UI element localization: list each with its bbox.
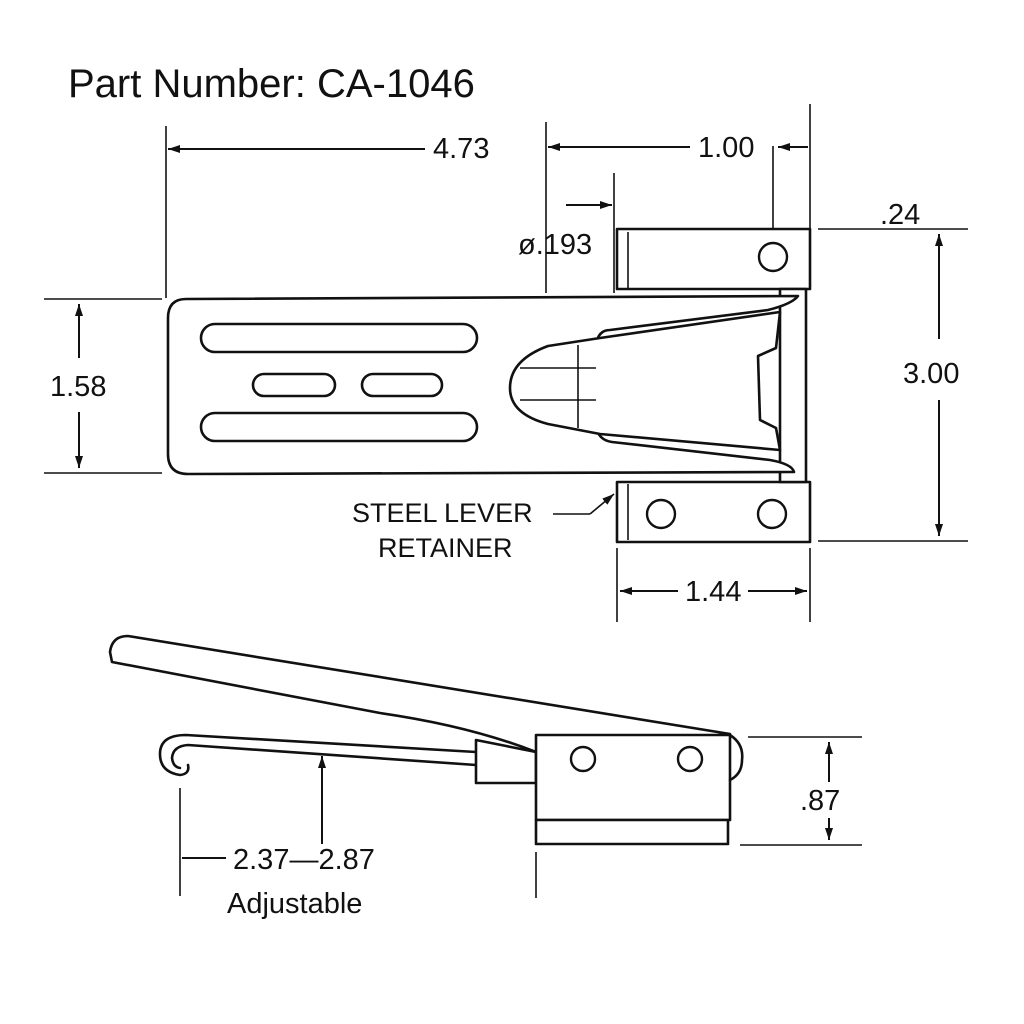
base-strip	[534, 818, 730, 846]
dim-body-width: 1.58	[50, 371, 106, 403]
retainer-label-line2: RETAINER	[378, 533, 513, 563]
dim-adjustable-label: Adjustable	[227, 888, 362, 920]
side-view	[108, 634, 744, 846]
side-rail	[778, 287, 808, 484]
long-slot-bottom	[199, 411, 479, 443]
hook-rod-bottom-edge	[170, 743, 478, 770]
dim-side-height: .87	[800, 785, 840, 817]
top-plate-hole	[757, 241, 789, 273]
dim-mount-width: 1.00	[698, 132, 754, 164]
top-view-dimensions: 4.73 1.00 ø.193 .24 3.00 1.58 1.44	[44, 104, 968, 622]
dim-base-width: 1.44	[685, 576, 741, 608]
part-number-title: Part Number: CA-1046	[68, 62, 475, 106]
side-pin-left	[569, 745, 597, 773]
lever-handle	[108, 634, 732, 754]
dim-plate-thickness: .24	[880, 199, 920, 231]
short-slot-right	[360, 372, 444, 398]
callout-leader-arrow	[589, 493, 615, 515]
side-pin-right	[676, 745, 704, 773]
dim-overall-length: 4.73	[433, 133, 489, 165]
retainer-label-line1: STEEL LEVER	[352, 498, 533, 528]
dim-adjustable-range: 2.37—2.87	[233, 844, 375, 876]
bottom-plate-hole-left	[645, 498, 677, 530]
bottom-plate-hole-right	[756, 498, 788, 530]
side-view-dimensions: .87 2.37—2.87 Adjustable	[179, 736, 862, 920]
dim-hole-diameter: ø.193	[518, 229, 592, 261]
top-view	[166, 227, 812, 544]
short-slot-left	[251, 372, 337, 398]
dim-overall-height: 3.00	[903, 358, 959, 390]
long-slot-top	[199, 322, 479, 354]
side-plate-curl	[728, 733, 744, 782]
side-plate	[534, 733, 732, 822]
hook-rod-top-edge	[158, 733, 478, 777]
